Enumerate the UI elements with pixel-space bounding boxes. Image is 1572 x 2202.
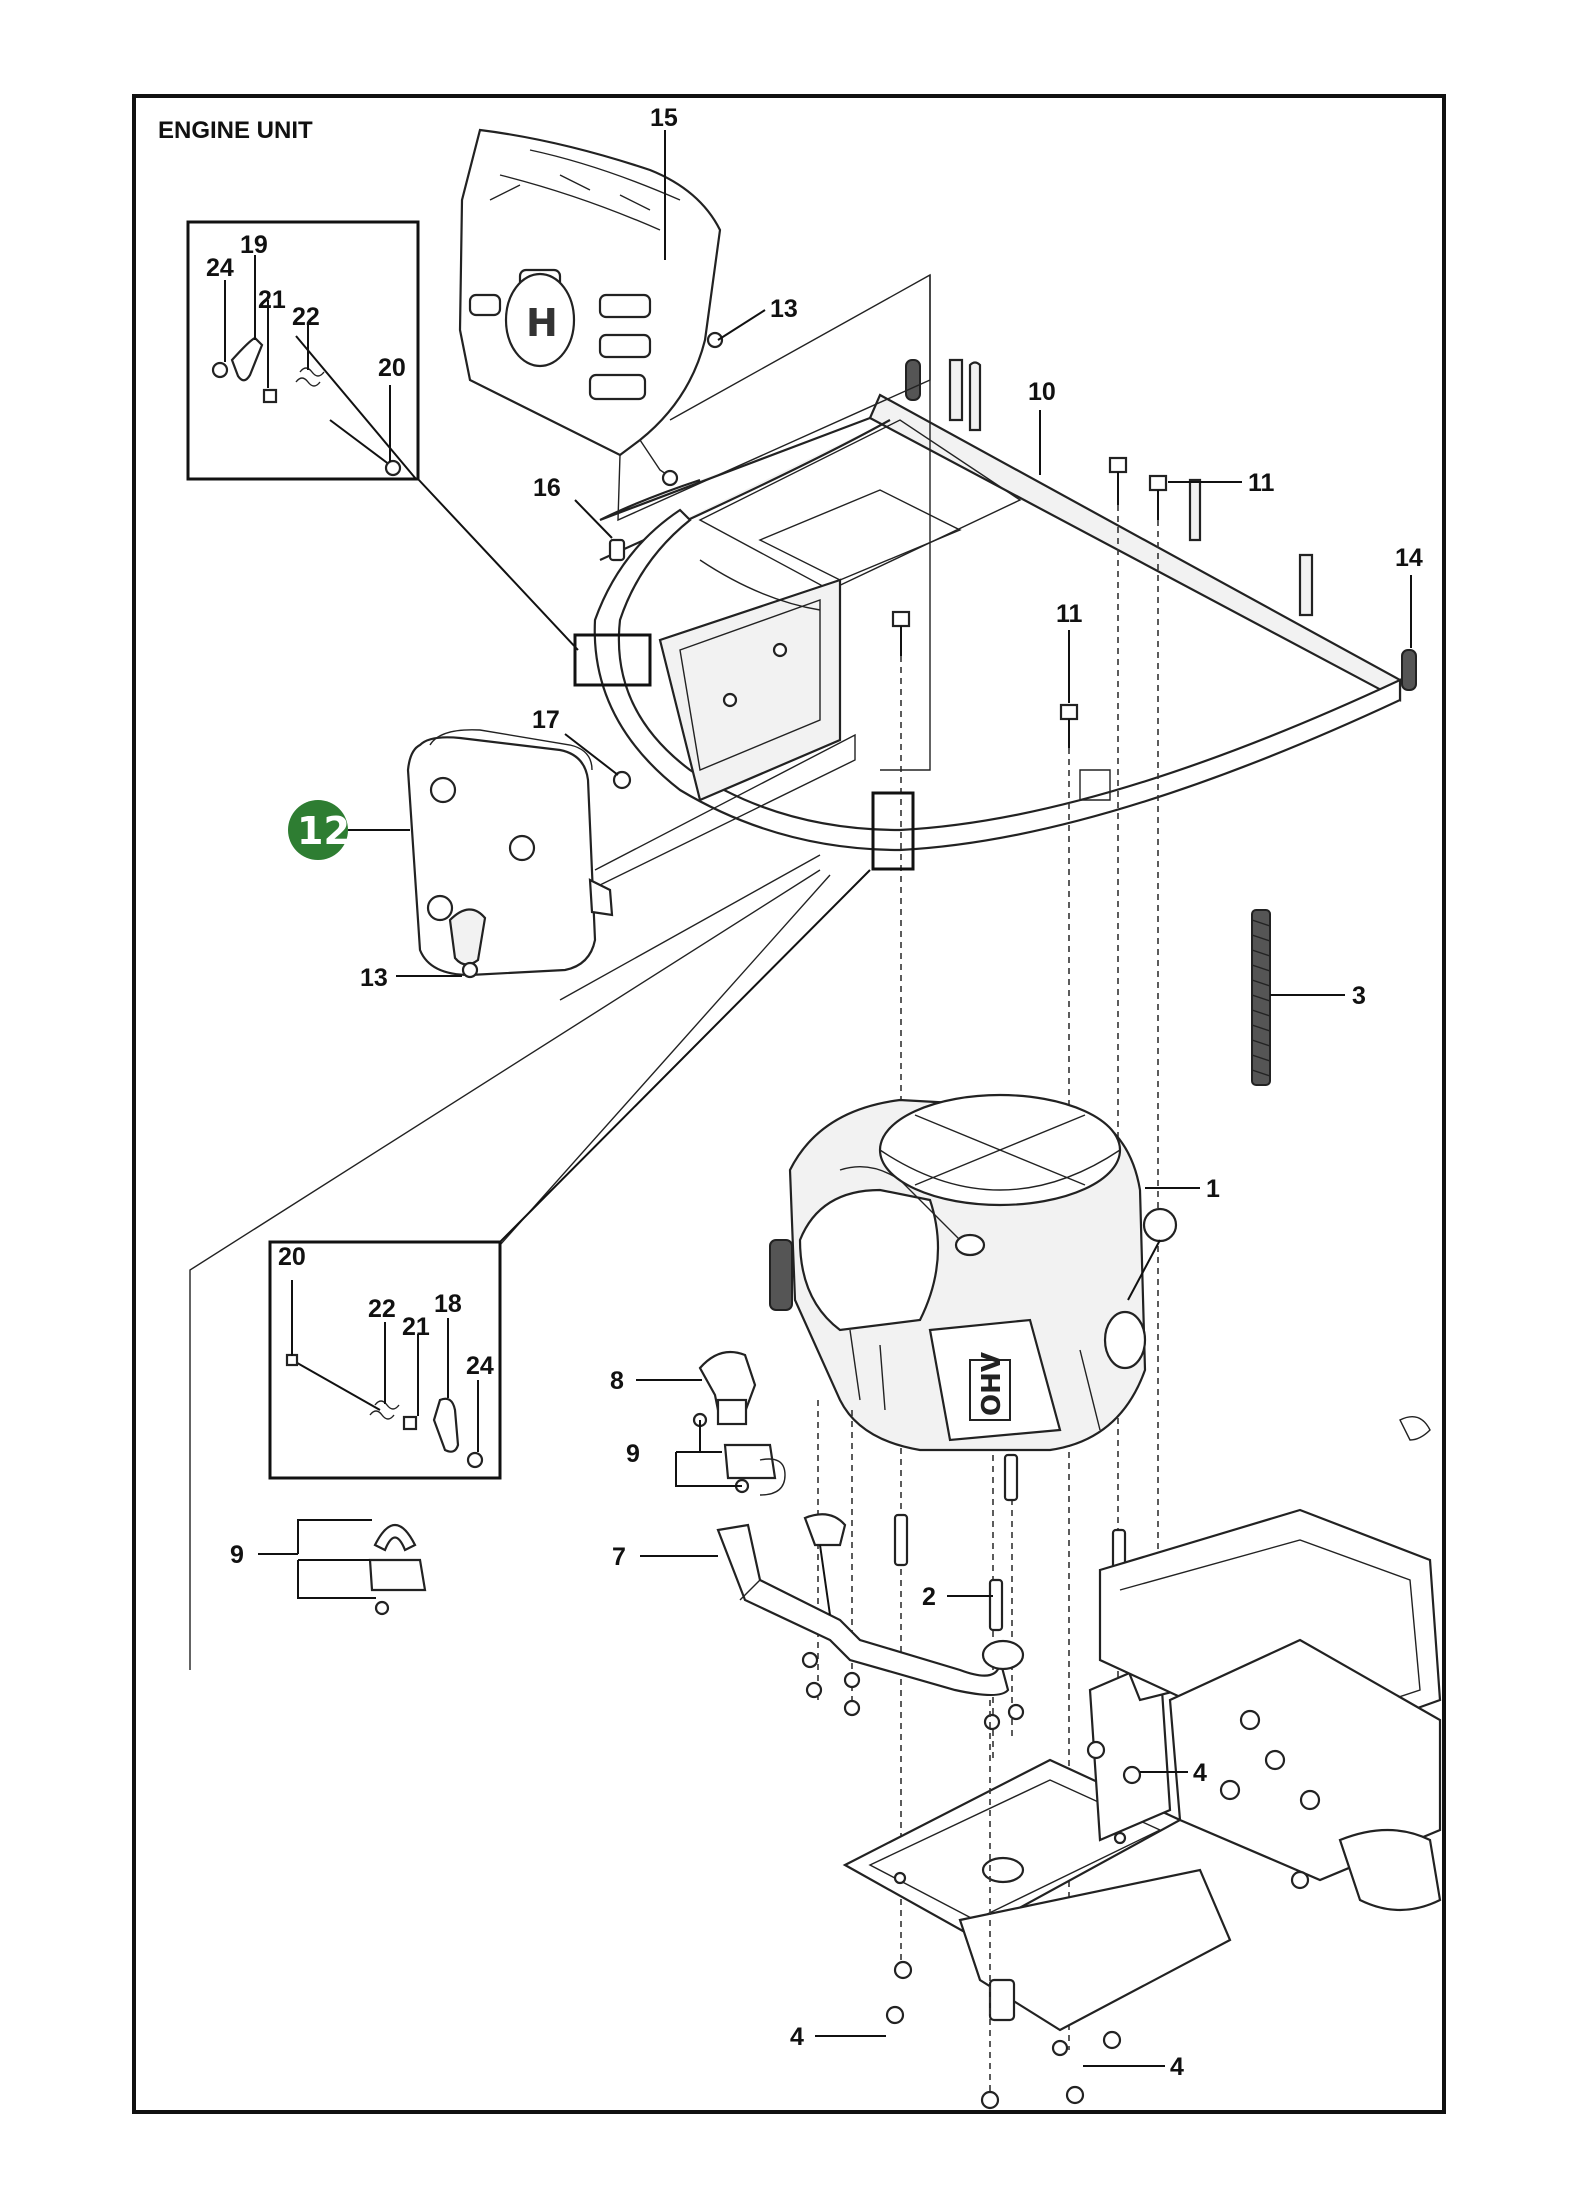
detail-top-label-20: 20 xyxy=(378,354,406,382)
callout-2: 2 xyxy=(922,1583,936,1611)
diagram-frame xyxy=(132,94,1446,2114)
callout-14: 14 xyxy=(1395,544,1423,572)
part-exhaust-nuts xyxy=(801,1651,1025,1731)
detail-top-label-22: 22 xyxy=(292,303,320,331)
part-chassis-right xyxy=(1098,1416,1442,1912)
part-nut-4-g xyxy=(893,1960,913,1980)
detail-top-label-24: 24 xyxy=(206,254,234,282)
callout-4-bottom: 4 xyxy=(1170,2053,1184,2081)
part-threaded-rod xyxy=(1251,909,1271,1086)
part-nut-17 xyxy=(612,770,632,790)
callout-9-right: 9 xyxy=(626,1440,640,1468)
detail-box-bottom xyxy=(268,1240,502,1480)
callout-13-bottom: 13 xyxy=(360,964,388,992)
part-bolt-11-b xyxy=(1148,474,1168,520)
part-exhaust-pipe xyxy=(716,1513,1025,1697)
part-engine: OHV xyxy=(769,1093,1178,1452)
detail-bottom-label-20: 20 xyxy=(278,1243,306,1271)
part-spacer-2-a xyxy=(893,1513,909,1567)
part-bumper-pad-right xyxy=(1401,649,1417,691)
part-frame xyxy=(593,358,1402,852)
part-bumper-pad-left xyxy=(905,359,921,401)
callout-16: 16 xyxy=(533,474,561,502)
part-clamp-9-b xyxy=(368,1524,427,1616)
marker-box-frame-hinge xyxy=(573,633,652,687)
detail-top-label-21: 21 xyxy=(258,286,286,314)
diagram-title: ENGINE UNIT xyxy=(158,117,313,144)
part-hood-cover: H xyxy=(458,128,724,487)
part-nut-4-b xyxy=(980,2090,1000,2110)
callout-4-right: 4 xyxy=(1193,1759,1207,1787)
part-elbow-8 xyxy=(698,1350,757,1426)
part-spacer-2-b xyxy=(988,1578,1004,1632)
callout-7: 7 xyxy=(612,1543,626,1571)
part-clamp-9-a xyxy=(692,1412,786,1496)
part-bolt-11-c xyxy=(1059,703,1079,748)
svg-text:OHV: OHV xyxy=(977,1352,1007,1416)
detail-bottom-label-24: 24 xyxy=(466,1352,494,1380)
callout-3: 3 xyxy=(1352,982,1366,1010)
callout-8: 8 xyxy=(610,1367,624,1395)
part-spacer-2-d xyxy=(1003,1453,1019,1502)
part-nut-4-c xyxy=(1065,2085,1085,2105)
callout-9-left: 9 xyxy=(230,1541,244,1569)
part-bolt-11-d xyxy=(891,610,911,656)
svg-text:H: H xyxy=(526,301,558,345)
callout-1: 1 xyxy=(1206,1175,1220,1203)
callout-11-top: 11 xyxy=(1248,469,1275,497)
part-nut-4-a xyxy=(885,2005,905,2025)
callout-17: 17 xyxy=(532,706,560,734)
svg-text:12: 12 xyxy=(297,809,350,853)
part-nut-4-e xyxy=(1122,1765,1142,1785)
part-nut-4-d xyxy=(1102,2030,1122,2050)
engine-ohv-plate: OHV xyxy=(969,1352,1011,1421)
callout-4-left: 4 xyxy=(790,2023,804,2051)
highlight-badge-12[interactable]: 12 xyxy=(288,800,350,860)
marker-box-frame-latch xyxy=(871,791,915,871)
detail-box-top xyxy=(186,220,420,481)
detail-bottom-label-22: 22 xyxy=(368,1295,396,1323)
part-muffler xyxy=(406,729,614,979)
detail-top-label-19: 19 xyxy=(240,231,268,259)
detail-bottom-label-18: 18 xyxy=(434,1290,462,1318)
callout-13-top: 13 xyxy=(770,295,798,323)
callout-11-mid: 11 xyxy=(1056,600,1083,628)
part-bolt-11-a xyxy=(1108,456,1128,505)
callout-10: 10 xyxy=(1028,378,1056,406)
part-nut-4-f xyxy=(1086,1740,1106,1760)
detail-bottom-label-21: 21 xyxy=(402,1313,430,1341)
callout-15: 15 xyxy=(650,104,678,132)
part-spacer-16 xyxy=(608,538,626,562)
